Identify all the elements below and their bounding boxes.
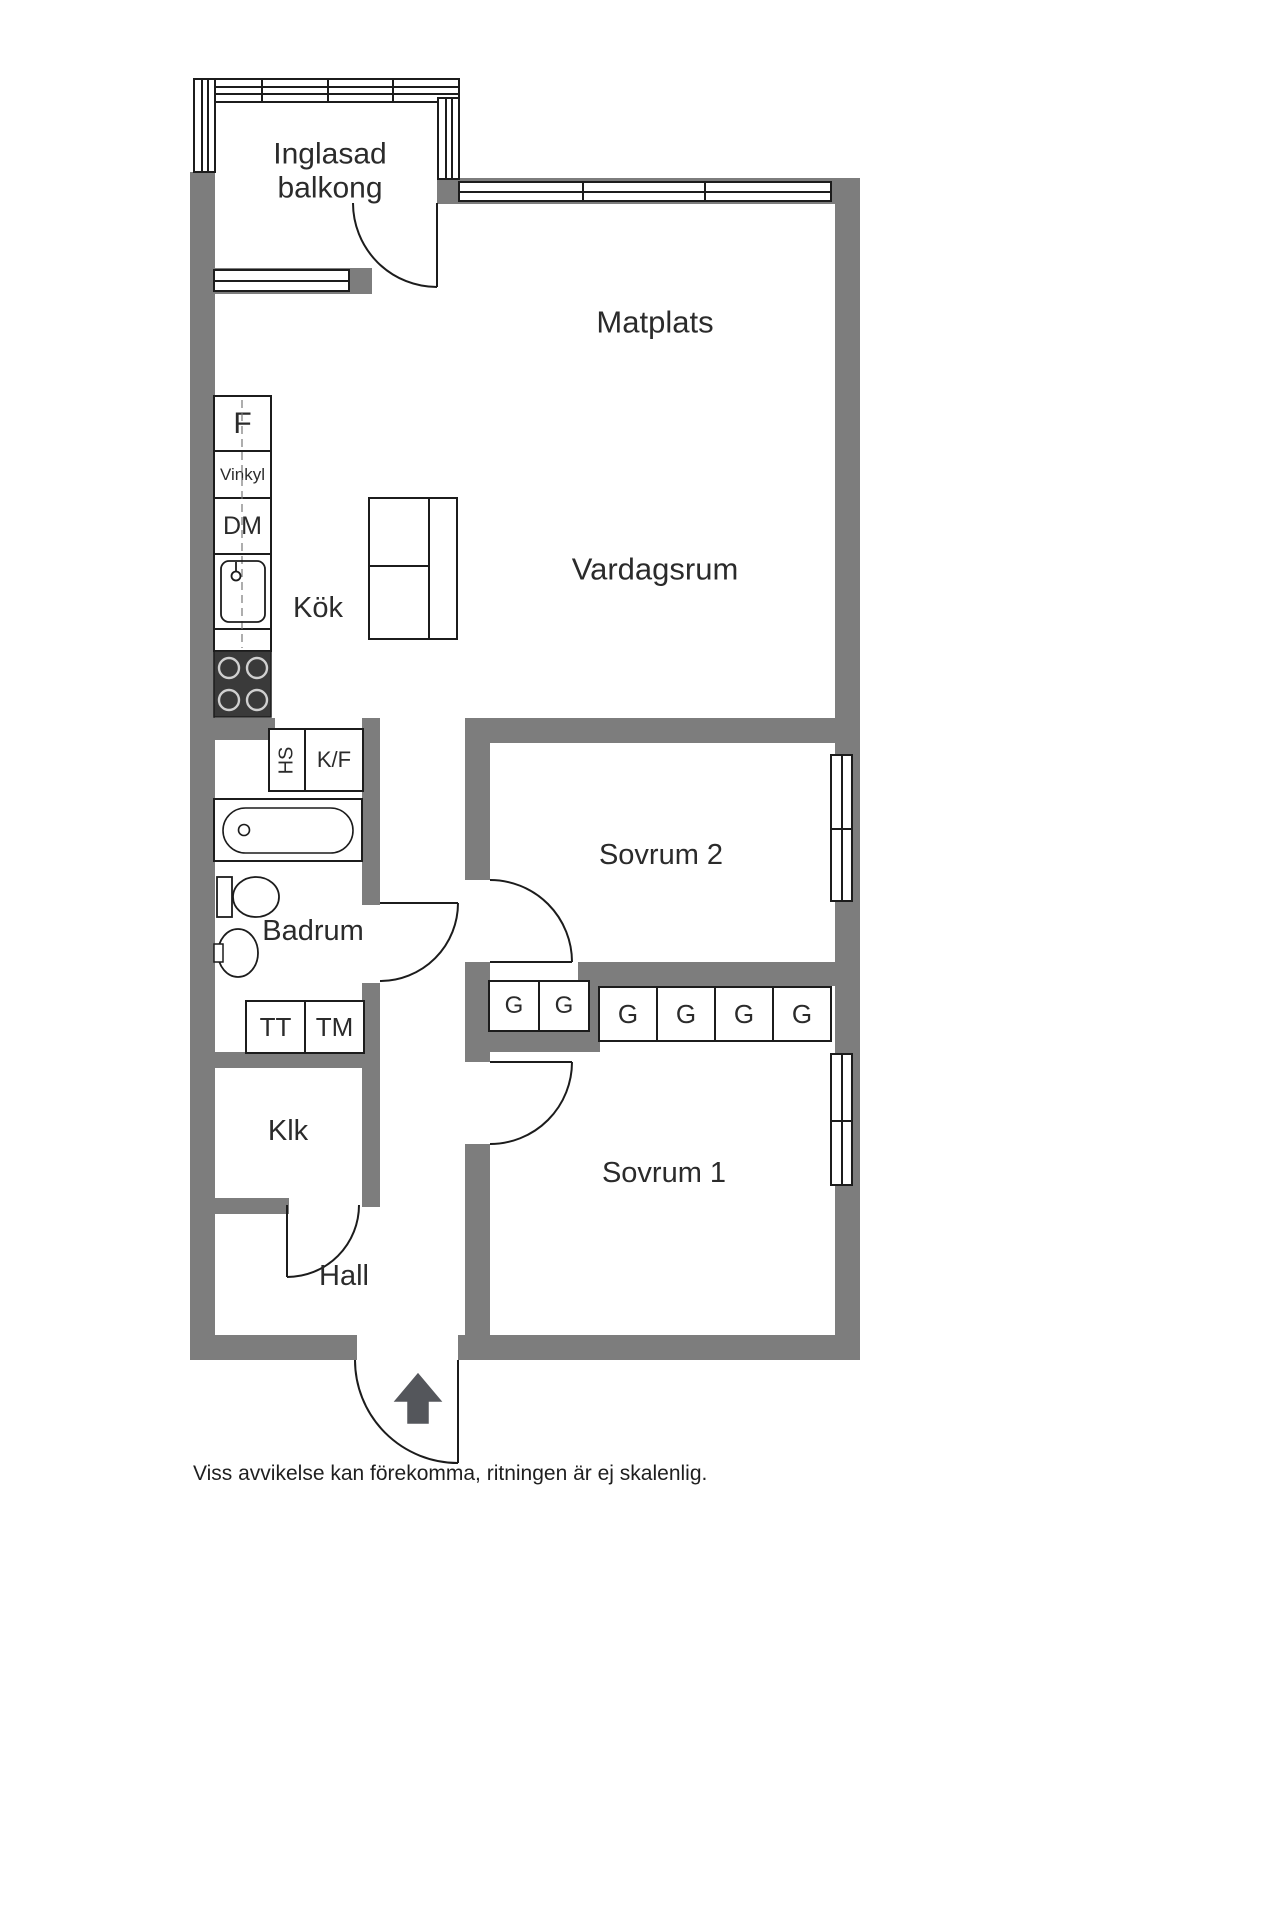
fridge-freezer-label: K/F bbox=[316, 747, 352, 772]
glazing-balcony-left bbox=[193, 78, 216, 173]
room-label-sovrum2: Sovrum 2 bbox=[598, 838, 724, 871]
washer-unit: TM bbox=[306, 1002, 363, 1052]
wall-bottom-left bbox=[190, 1335, 357, 1360]
sink-counter-unit bbox=[213, 553, 272, 630]
wall-klk-bottom bbox=[215, 1198, 289, 1214]
balcony-line2: balkong bbox=[277, 171, 383, 204]
wall-corridor-bottom bbox=[465, 1144, 490, 1360]
entrance-arrow-icon bbox=[388, 1369, 448, 1427]
wall-bottom-right bbox=[458, 1335, 860, 1360]
sovrum2-door bbox=[489, 879, 573, 963]
wardrobe-unit: G bbox=[490, 982, 540, 1030]
toilet-icon bbox=[216, 876, 280, 918]
entry-door bbox=[354, 1359, 459, 1464]
wardrobes-sovrum1: G G G G bbox=[598, 986, 832, 1042]
dryer-unit: TT bbox=[247, 1002, 306, 1052]
balcony-line1: Inglasad bbox=[273, 137, 387, 171]
wall-left bbox=[190, 172, 215, 1360]
wardrobe-label: G bbox=[675, 998, 697, 1029]
dishwasher-label: DM bbox=[223, 511, 262, 540]
wall-corridor-mid bbox=[465, 962, 490, 1062]
wardrobe-unit: G bbox=[716, 988, 774, 1040]
room-label-badrum: Badrum bbox=[262, 914, 364, 947]
bathroom-door bbox=[379, 902, 459, 982]
wardrobe-label: G bbox=[617, 998, 639, 1029]
wardrobe-unit: G bbox=[658, 988, 716, 1040]
sovrum1-door bbox=[489, 1061, 573, 1145]
wardrobe-unit: G bbox=[540, 982, 588, 1030]
glazing-divider bbox=[326, 80, 329, 101]
room-label-balcony: Inglasad balkong bbox=[273, 137, 386, 204]
kitchen-island bbox=[368, 497, 458, 640]
window-pane-divider bbox=[704, 183, 707, 200]
glazing-divider bbox=[392, 80, 395, 101]
room-label-kok: Kök bbox=[293, 591, 343, 624]
room-label-matplats: Matplats bbox=[596, 304, 714, 340]
stove-icon bbox=[213, 650, 272, 718]
glazing-line bbox=[201, 80, 203, 171]
glazing-line bbox=[451, 99, 453, 178]
wall-bedroom-divider-right bbox=[590, 962, 835, 986]
fridge-freezer-unit: K/F bbox=[304, 728, 364, 792]
window-pane-divider bbox=[832, 828, 851, 830]
wardrobe-unit: G bbox=[774, 988, 830, 1040]
island-divider-vertical bbox=[428, 499, 430, 638]
disclaimer-text: Viss avvikelse kan förekomma, ritningen … bbox=[193, 1462, 708, 1485]
freezer-label: F bbox=[233, 406, 252, 440]
dishwasher-unit: DM bbox=[213, 497, 272, 555]
window-pane-divider bbox=[582, 183, 585, 200]
room-label-hall: Hall bbox=[319, 1259, 369, 1292]
glazing-line bbox=[207, 80, 209, 171]
wardrobe-label: G bbox=[791, 998, 813, 1029]
window-living-top bbox=[458, 181, 832, 202]
window-pane-divider bbox=[832, 1119, 851, 1122]
freezer-unit: F bbox=[213, 395, 272, 452]
wardrobe-label: G bbox=[554, 992, 574, 1019]
wine-fridge-unit: Vinkyl bbox=[213, 450, 272, 499]
window-sovrum2 bbox=[830, 754, 853, 902]
wardrobe-label: G bbox=[733, 998, 755, 1029]
dryer-label: TT bbox=[259, 1011, 292, 1042]
glazing-balcony-top bbox=[193, 78, 460, 103]
wine-fridge-label: Vinkyl bbox=[219, 464, 266, 484]
wall-living-bedroom bbox=[465, 718, 835, 743]
room-label-klk: Klk bbox=[267, 1114, 309, 1147]
glazing-line bbox=[445, 99, 447, 178]
bathtub-icon bbox=[213, 798, 363, 862]
wall-kitchen-bath bbox=[190, 718, 275, 740]
wardrobes-sovrum2: G G bbox=[488, 980, 590, 1032]
wall-klk-right bbox=[362, 983, 380, 1207]
island-divider-horizontal bbox=[370, 565, 428, 567]
window-kitchen-balcony bbox=[213, 269, 350, 292]
counter-segment bbox=[213, 628, 272, 652]
glazing-balcony-right bbox=[437, 97, 460, 180]
wall-bathroom-right bbox=[362, 718, 380, 905]
laundry-units: TT TM bbox=[245, 1000, 365, 1054]
washbasin-icon bbox=[213, 928, 259, 978]
wall-bedroom-divider-left bbox=[465, 1030, 598, 1052]
room-label-sovrum1: Sovrum 1 bbox=[601, 1156, 727, 1189]
wardrobe-unit: G bbox=[600, 988, 658, 1040]
room-label-vardagsrum: Vardagsrum bbox=[571, 551, 739, 587]
wardrobe-label: G bbox=[504, 992, 524, 1019]
washer-label: TM bbox=[315, 1011, 354, 1042]
wall-corridor-top bbox=[465, 718, 490, 880]
wall-bath-klk bbox=[190, 1052, 380, 1068]
window-sovrum1 bbox=[830, 1053, 853, 1186]
tall-cabinet-label: HS bbox=[275, 746, 298, 774]
tall-cabinet-unit: HS bbox=[268, 728, 306, 792]
glazing-divider bbox=[260, 80, 263, 101]
